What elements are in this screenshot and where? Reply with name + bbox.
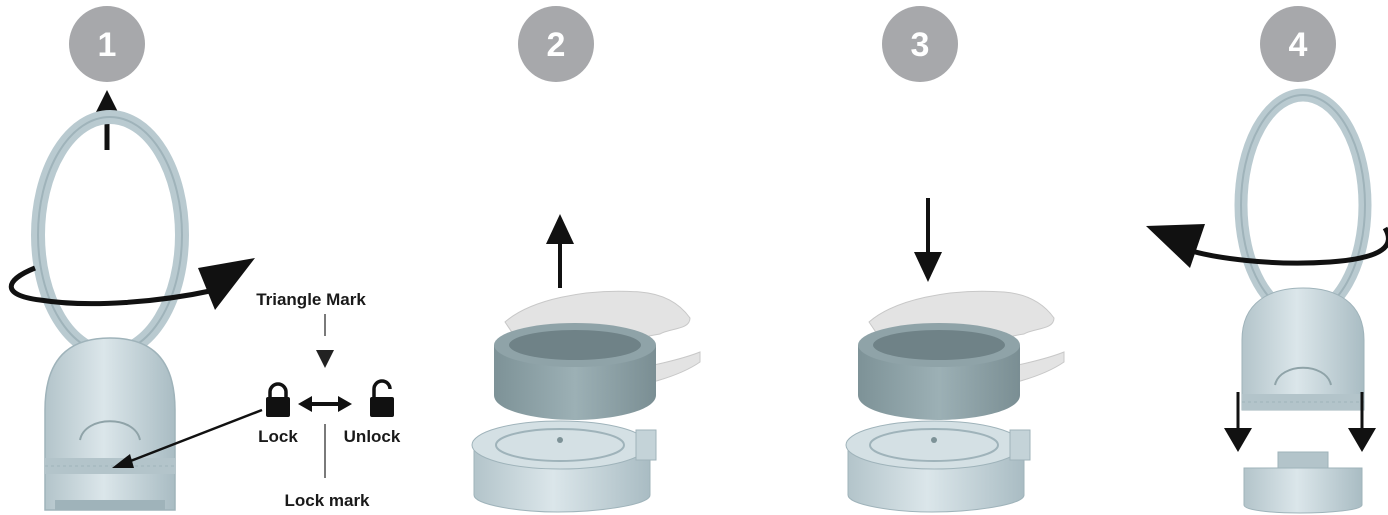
humidifier-base <box>846 421 1030 512</box>
step-4-badge: 4 <box>1260 6 1336 82</box>
unlock-label: Unlock <box>344 427 401 446</box>
rotate-arrow-icon <box>1146 224 1388 268</box>
step-3-number: 3 <box>911 26 930 64</box>
step-2-number: 2 <box>547 26 566 64</box>
step-3-illustration <box>846 198 1064 512</box>
down-arrow-icon <box>914 198 942 282</box>
double-arrow-icon <box>298 396 352 412</box>
step-4-number: 4 <box>1289 26 1308 64</box>
lock-label: Lock <box>258 427 298 446</box>
lock-icon <box>266 384 290 417</box>
fan-upper-body <box>1242 288 1364 410</box>
step-1-number: 1 <box>98 26 117 64</box>
humidifier-base <box>1244 452 1362 513</box>
water-tank <box>858 323 1020 420</box>
step-1-badge: 1 <box>69 6 145 82</box>
fan-base <box>45 338 175 510</box>
step-2-badge: 2 <box>518 6 594 82</box>
humidifier-base <box>472 421 656 512</box>
unlock-icon <box>370 381 394 417</box>
triangle-mark-label: Triangle Mark <box>256 290 366 309</box>
triangle-mark-icon <box>316 350 334 368</box>
lock-mark-label: Lock mark <box>284 491 370 510</box>
water-tank <box>494 323 656 420</box>
step-1-illustration: Triangle Mark Lock Unlock Lock mark <box>11 90 401 510</box>
step-4-illustration <box>1146 95 1388 513</box>
up-arrow-icon <box>546 214 574 288</box>
step-3-badge: 3 <box>882 6 958 82</box>
step-2-illustration <box>472 214 700 512</box>
